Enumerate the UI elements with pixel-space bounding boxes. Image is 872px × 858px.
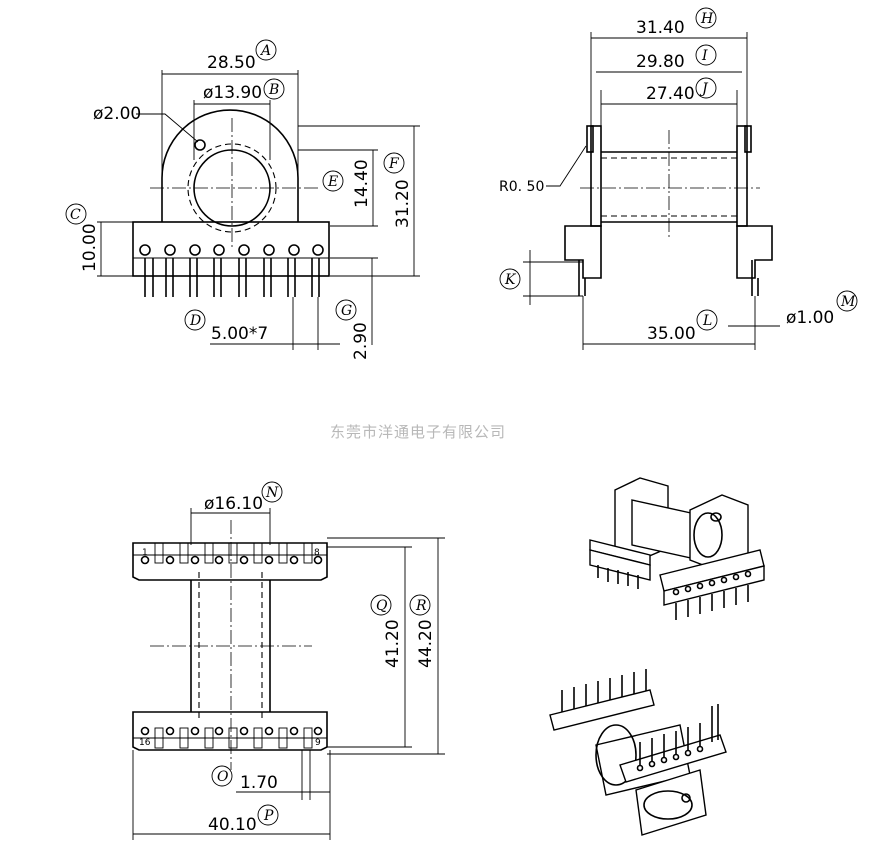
dim-F: 31.20 — [393, 179, 413, 228]
side-label-H: H — [700, 11, 714, 27]
dim-D: 5.00*7 — [211, 324, 268, 344]
dim-B: ø13.90 — [203, 83, 262, 103]
label-D: D — [189, 313, 201, 329]
side-dim-I: 29.80 — [636, 52, 685, 72]
bottom-bottom-pins — [140, 726, 323, 749]
label-E: E — [327, 174, 338, 190]
isometric-view-top — [589, 477, 765, 620]
side-label-K: K — [504, 272, 517, 288]
bottom-dim-R: 44.20 — [416, 619, 436, 668]
bottom-label-O: O — [217, 769, 229, 785]
bottom-dim-O: 1.70 — [240, 773, 278, 793]
side-view: 31.40 H 29.80 I 27.40 J R0. 50 K 35.00 L… — [499, 7, 858, 350]
pin-label-8: 8 — [314, 548, 320, 558]
company-watermark: 东莞市洋通电子有限公司 — [330, 423, 506, 441]
pin-label-9: 9 — [315, 738, 321, 748]
side-dim-R: R0. 50 — [499, 179, 544, 195]
side-dim-H: 31.40 — [636, 18, 685, 38]
front-view: 28.50 A ø13.90 B ø2.00 C 10.00 14.40 E 3… — [65, 39, 420, 360]
side-label-J: J — [699, 81, 709, 97]
label-C: C — [70, 207, 81, 223]
dim-C: 10.00 — [80, 223, 100, 272]
isometric-view-bottom — [549, 669, 727, 836]
label-B: B — [268, 82, 279, 98]
label-F: F — [388, 156, 400, 172]
front-pin-row — [139, 244, 324, 297]
bottom-label-P: P — [263, 808, 274, 824]
side-dim-J: 27.40 — [646, 84, 695, 104]
side-dim-L: 35.00 — [647, 324, 696, 344]
bottom-dim-Q: 41.20 — [383, 619, 403, 668]
bottom-label-N: N — [265, 485, 279, 501]
bottom-dim-P: 40.10 — [208, 815, 257, 835]
label-G: G — [341, 303, 352, 319]
bottom-top-pins — [140, 542, 323, 565]
side-dim-M: ø1.00 — [786, 308, 834, 328]
label-A: A — [259, 43, 271, 59]
bottom-dim-N: ø16.10 — [204, 494, 263, 514]
dim-G: 2.90 — [351, 322, 371, 360]
dim-hole: ø2.00 — [93, 104, 141, 124]
pin-label-1: 1 — [142, 548, 148, 558]
dim-A: 28.50 — [207, 53, 256, 73]
pin-label-16: 16 — [139, 738, 151, 748]
side-label-I: I — [701, 48, 708, 64]
bottom-view: 1 8 16 9 ø16.10 N 41.20 Q 44.20 R O 1.70 — [132, 481, 445, 840]
dim-E: 14.40 — [352, 159, 372, 208]
side-label-L: L — [702, 313, 712, 329]
bottom-label-Q: Q — [376, 598, 388, 614]
side-label-M: M — [840, 294, 856, 310]
bottom-label-R: R — [415, 598, 427, 614]
